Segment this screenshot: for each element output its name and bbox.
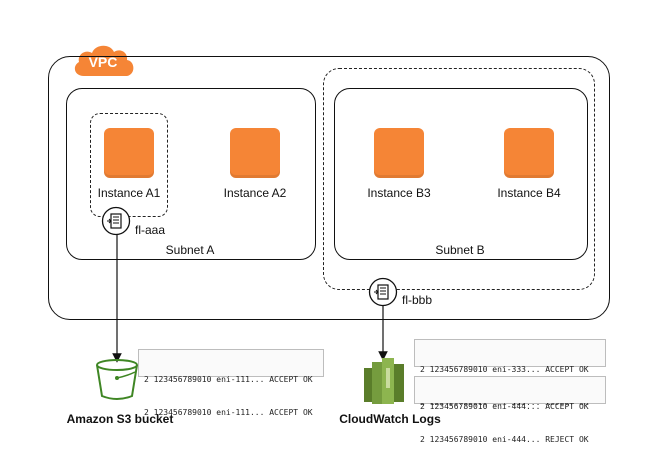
flow-log-a-label: fl-aaa bbox=[135, 223, 166, 237]
instance-a2 bbox=[230, 128, 280, 178]
cloudwatch-icon bbox=[362, 356, 406, 406]
flow-log-icon bbox=[101, 206, 131, 236]
subnet-b-label: Subnet B bbox=[435, 243, 485, 257]
vpc-cloud-icon: VPC bbox=[70, 40, 138, 80]
instance-b4-label: Instance B4 bbox=[497, 186, 561, 200]
s3-bucket-icon bbox=[93, 358, 141, 402]
log-line: 2 123456789010 eni-444... ACCEPT OK bbox=[420, 402, 589, 411]
subnet-a-label: Subnet A bbox=[165, 243, 215, 257]
log-line: 2 123456789010 eni-444... REJECT OK bbox=[420, 435, 589, 444]
flow-log-scope-b bbox=[323, 68, 595, 290]
log-line: 2 123456789010 eni-333... ACCEPT OK bbox=[420, 365, 589, 374]
log-line: 2 123456789010 eni-111... ACCEPT OK bbox=[144, 408, 313, 417]
instance-b4 bbox=[504, 128, 554, 178]
instance-b3 bbox=[374, 128, 424, 178]
cloudwatch-log-box-2: 2 123456789010 eni-444... ACCEPT OK 2 12… bbox=[414, 376, 606, 444]
s3-log-box: 2 123456789010 eni-111... ACCEPT OK 2 12… bbox=[138, 349, 324, 417]
instance-a1-label: Instance A1 bbox=[97, 186, 161, 200]
vpc-container bbox=[48, 56, 610, 320]
s3-label: Amazon S3 bucket bbox=[66, 412, 174, 426]
flow-log-icon bbox=[368, 277, 398, 307]
cloudwatch-label: CloudWatch Logs bbox=[339, 412, 441, 426]
subnet-a bbox=[66, 88, 316, 260]
subnet-b bbox=[334, 88, 588, 260]
instance-a1 bbox=[104, 128, 154, 178]
log-line: 2 123456789010 eni-111... ACCEPT OK bbox=[144, 375, 313, 384]
flow-log-b-label: fl-bbb bbox=[402, 293, 433, 307]
instance-b3-label: Instance B3 bbox=[367, 186, 431, 200]
vpc-label: VPC bbox=[88, 54, 118, 70]
cloudwatch-log-box-1: 2 123456789010 eni-333... ACCEPT OK 2 12… bbox=[414, 339, 606, 407]
instance-a2-label: Instance A2 bbox=[223, 186, 287, 200]
